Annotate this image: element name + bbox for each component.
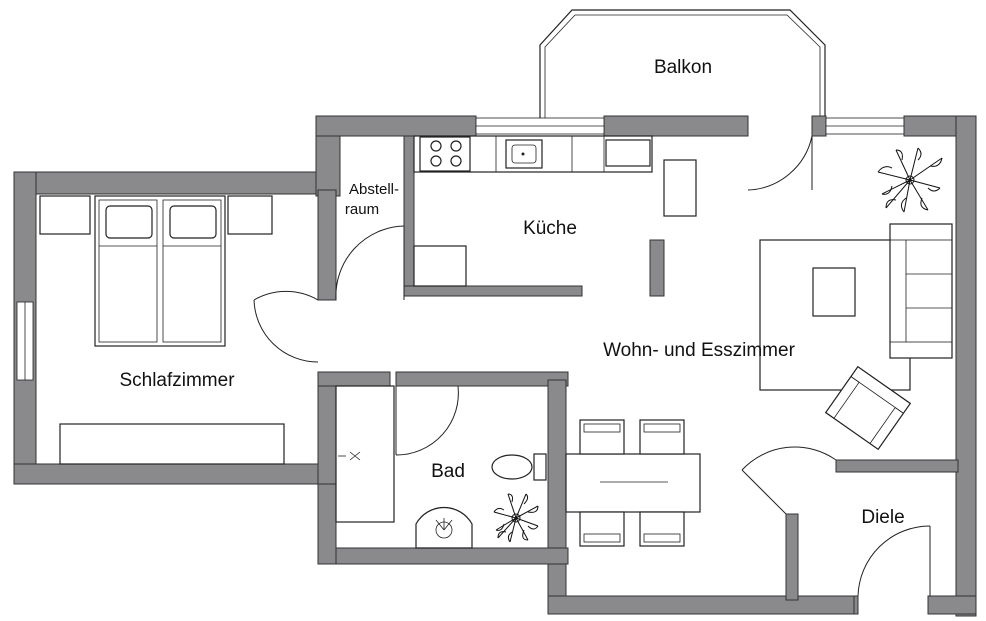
bedroom-furniture — [39, 195, 285, 465]
fridge — [413, 245, 467, 287]
pillow-right — [169, 205, 217, 239]
coffee-table — [812, 267, 856, 317]
label-schlafzimmer: Schlafzimmer — [119, 370, 235, 391]
kitchen-furniture — [413, 135, 697, 287]
balcony — [539, 9, 826, 118]
nightstand-right — [227, 195, 273, 235]
cabinet — [663, 159, 697, 217]
label-bad: Bad — [431, 461, 465, 482]
toilet — [491, 454, 533, 480]
label-kueche: Küche — [523, 218, 577, 239]
toilet-tank — [533, 453, 547, 481]
label-wohn-esszimmer: Wohn- und Esszimmer — [603, 340, 795, 361]
label-abstellraum-2: raum — [345, 201, 379, 218]
nightstand-left — [39, 195, 91, 235]
chair — [639, 511, 685, 547]
room-labels: Balkon Abstell- raum Küche Wohn- und Ess… — [119, 57, 904, 528]
dining-table — [565, 453, 701, 513]
chair — [579, 419, 625, 455]
label-balkon: Balkon — [654, 57, 712, 78]
plant-icon — [493, 493, 539, 543]
sofa — [889, 223, 953, 359]
wardrobe — [59, 423, 285, 465]
chair — [639, 419, 685, 455]
bathtub — [335, 385, 395, 523]
label-diele: Diele — [861, 507, 904, 528]
walls — [13, 115, 977, 617]
pillow-left — [105, 205, 153, 239]
stove — [419, 136, 471, 172]
living-furniture — [565, 223, 953, 547]
plant-icon — [877, 147, 943, 213]
dishwasher — [605, 139, 651, 167]
bathroom-furniture — [335, 385, 547, 549]
doors — [253, 135, 931, 597]
label-abstellraum-1: Abstell- — [349, 181, 399, 198]
chair — [579, 511, 625, 547]
